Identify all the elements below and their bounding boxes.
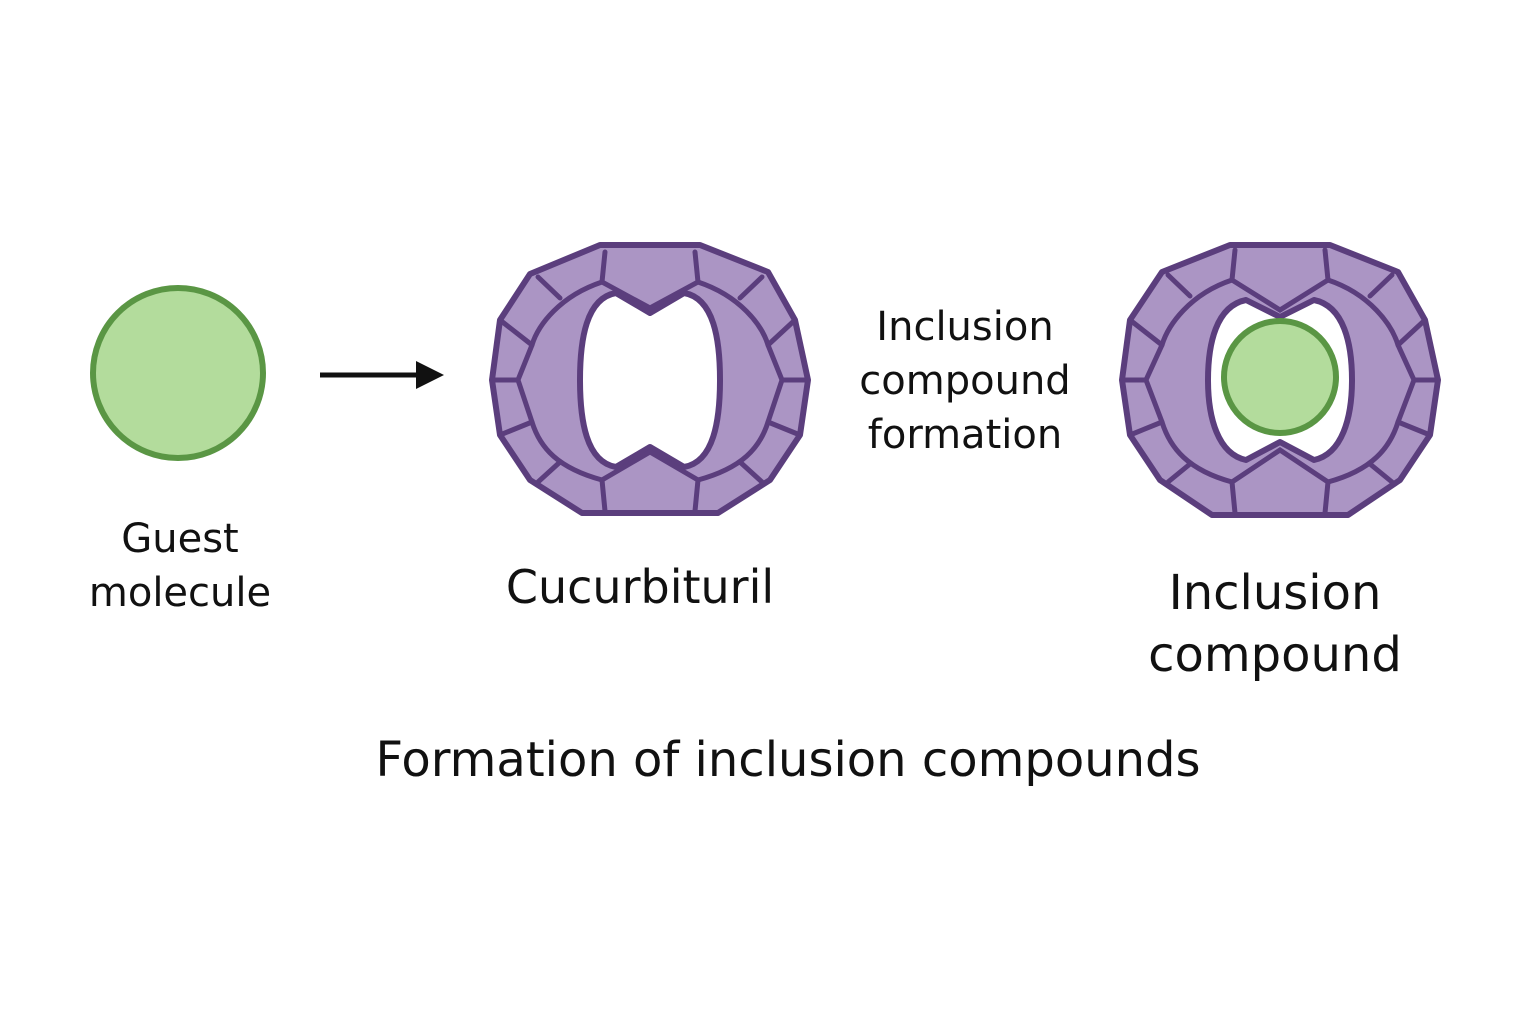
product-label-line1: Inclusion [1168, 565, 1382, 621]
diagram-caption: Formation of inclusion compounds [375, 732, 1201, 788]
process-label-line3: formation [867, 412, 1063, 458]
process-label-line2: compound [859, 358, 1071, 404]
inclusion-compound-complex [1119, 242, 1441, 518]
guest-molecule-circle [90, 285, 266, 461]
complex-ring-body [1119, 242, 1441, 518]
ring-body [489, 242, 811, 516]
product-label-line2: compound [1148, 627, 1402, 683]
process-label-line1: Inclusion [876, 304, 1054, 350]
guest-label-line1: Guest [121, 516, 239, 562]
encapsulated-guest-circle [1221, 318, 1339, 436]
right-arrow-icon [320, 361, 444, 389]
inclusion-compound-label: Inclusion compound [1120, 562, 1430, 686]
guest-molecule-label: Guest molecule [60, 512, 300, 620]
cucurbituril-label: Cucurbituril [505, 560, 775, 614]
process-label: Inclusion compound formation [830, 300, 1100, 462]
cucurbituril-ring [489, 242, 811, 516]
guest-label-line2: molecule [88, 570, 272, 616]
